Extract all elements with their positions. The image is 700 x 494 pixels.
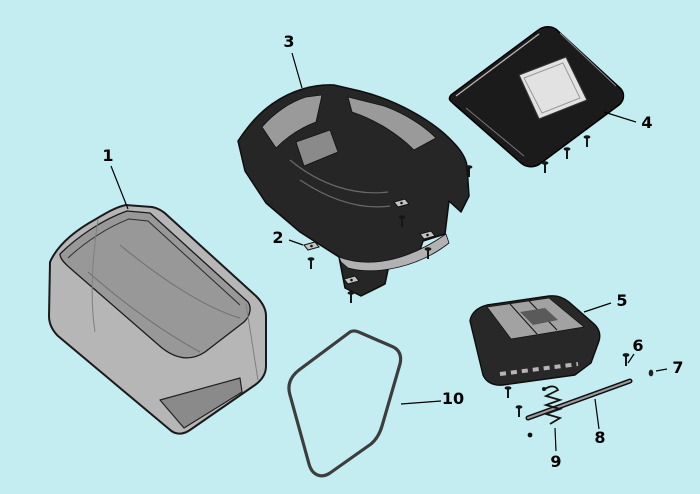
leader-line-10 bbox=[400, 400, 442, 405]
part-label-6: 6 bbox=[632, 336, 644, 355]
part-label-3: 3 bbox=[283, 32, 295, 51]
clip-c bbox=[393, 198, 410, 208]
catcher-interior-contour-2 bbox=[119, 244, 241, 319]
part-label-7: 7 bbox=[672, 358, 684, 377]
screw-icon bbox=[563, 147, 571, 159]
flap-top-divider-1 bbox=[509, 303, 538, 335]
clip-hole bbox=[310, 244, 313, 248]
part-label-8: 8 bbox=[594, 428, 606, 447]
leader-line-3 bbox=[291, 52, 303, 89]
screw-icon bbox=[398, 215, 406, 227]
part-8-rod bbox=[525, 378, 633, 438]
leader-line-5 bbox=[583, 302, 612, 313]
part-1-grass-catcher bbox=[48, 204, 267, 435]
spring-hook-dot bbox=[542, 387, 546, 391]
leader-line-8 bbox=[594, 398, 600, 430]
part-2-clip-a bbox=[303, 241, 320, 251]
spring-coil bbox=[543, 385, 563, 425]
leader-line-2 bbox=[288, 239, 304, 246]
part-10-wire-frame bbox=[287, 329, 403, 478]
screw-icon bbox=[347, 291, 355, 303]
panel-top-highlight bbox=[455, 33, 540, 97]
screw-icon bbox=[424, 247, 432, 259]
leader-line-1 bbox=[110, 165, 129, 210]
catcher-interior-contour-1 bbox=[87, 271, 201, 353]
catcher-front-crease bbox=[91, 219, 99, 333]
panel-inner-contour bbox=[465, 107, 525, 157]
leader-line-7 bbox=[655, 368, 668, 372]
clip-hole bbox=[426, 233, 429, 237]
part-label-1: 1 bbox=[102, 146, 114, 165]
part-label-10: 10 bbox=[441, 389, 465, 408]
part-3-top-cover bbox=[237, 84, 470, 297]
panel-right-highlight bbox=[559, 32, 617, 87]
part-4-rear-panel bbox=[448, 26, 625, 168]
part-5-flap bbox=[469, 295, 601, 386]
part-6-screw bbox=[622, 353, 630, 366]
leader-line-6 bbox=[627, 353, 635, 364]
screw-icon bbox=[583, 135, 591, 147]
catcher-inner-rim-line bbox=[67, 218, 241, 306]
catcher-bottom-flap bbox=[159, 377, 243, 429]
part-2-clip-b bbox=[343, 275, 360, 285]
screw-icon bbox=[541, 161, 549, 173]
panel-hole-inner-line bbox=[523, 62, 581, 114]
part-label-5: 5 bbox=[616, 291, 628, 310]
leader-line-4 bbox=[603, 111, 637, 123]
part-7-pin bbox=[648, 369, 654, 377]
leader-lines bbox=[110, 52, 668, 452]
screw-icon bbox=[307, 257, 315, 269]
flap-slat-row bbox=[499, 362, 579, 376]
clip-d bbox=[419, 230, 436, 240]
cover-arch-line-1 bbox=[299, 179, 391, 208]
cover-mid-rib-panel bbox=[295, 129, 339, 167]
catcher-side-crease bbox=[245, 303, 259, 381]
rod-highlight bbox=[527, 380, 631, 419]
part-9-spring bbox=[542, 385, 563, 425]
screw-icon bbox=[504, 386, 512, 398]
cover-arch-line-2 bbox=[289, 159, 389, 194]
catcher-opening-interior bbox=[59, 210, 251, 359]
part-label-2: 2 bbox=[272, 228, 284, 247]
clip-hole bbox=[400, 201, 403, 205]
clip-hole bbox=[350, 278, 353, 282]
rod-end-dot bbox=[527, 432, 533, 438]
leader-line-9 bbox=[554, 427, 557, 452]
cover-right-panel bbox=[347, 96, 437, 151]
flap-top-dark-patch bbox=[520, 308, 558, 325]
screw-icon bbox=[465, 165, 473, 177]
part-label-4: 4 bbox=[641, 113, 653, 132]
part-label-9: 9 bbox=[550, 452, 562, 471]
cover-left-panel bbox=[261, 94, 323, 149]
panel-hole bbox=[518, 56, 588, 120]
screw-icon bbox=[515, 405, 523, 417]
